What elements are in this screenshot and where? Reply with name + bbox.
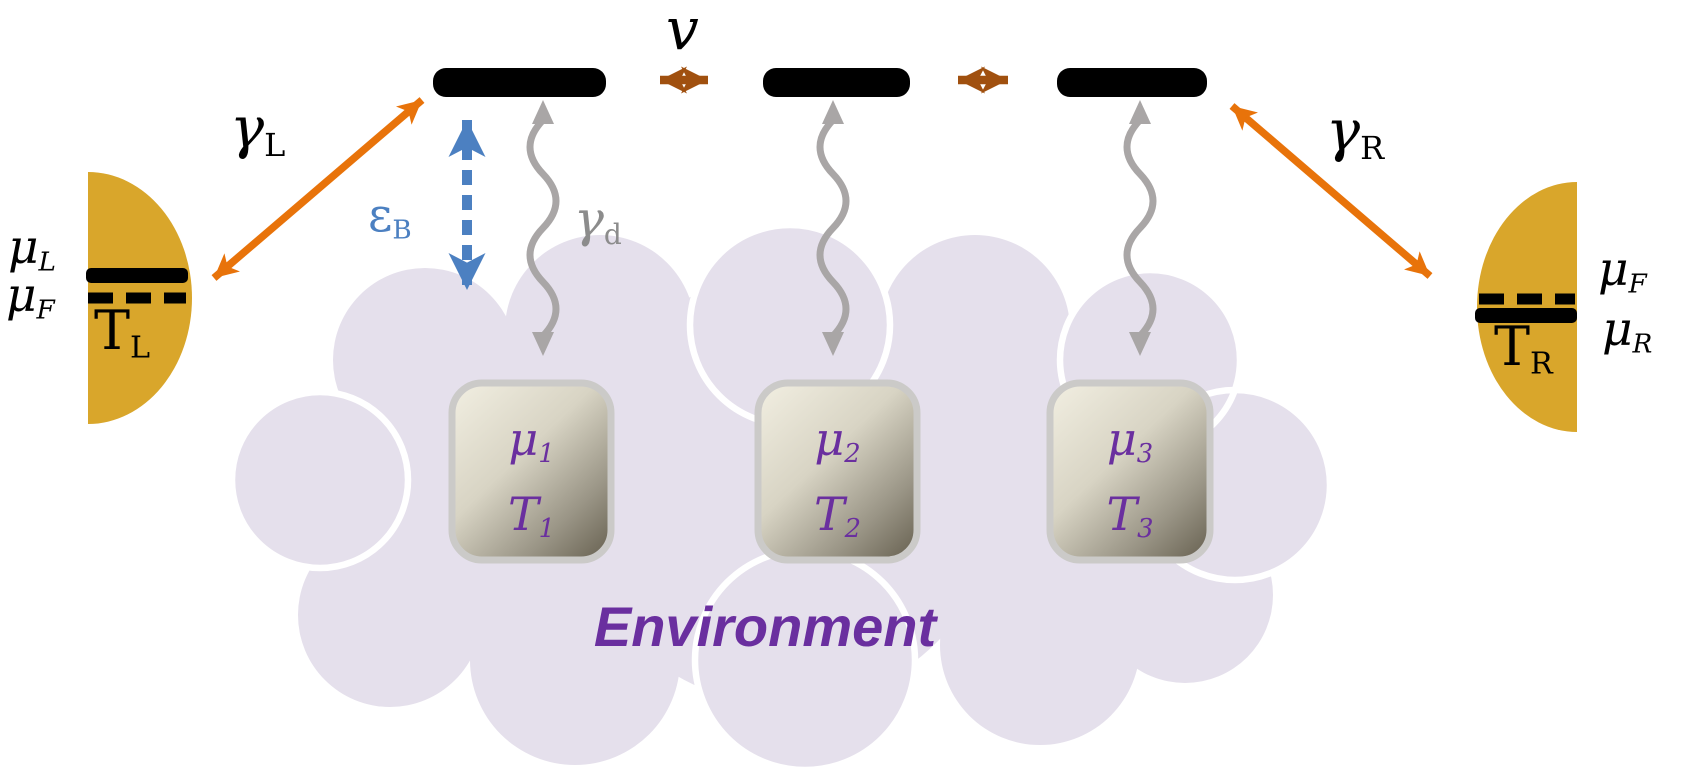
left-lead-temperature-label: TL [94, 299, 151, 366]
environment-title: Environment [593, 595, 937, 658]
epsilon-barrier-label: εB [368, 188, 412, 246]
dephasing-wavy-arrow-3 [1123, 100, 1157, 356]
left-lead [86, 172, 192, 424]
gamma-right-label: γR [1326, 98, 1385, 167]
reservoir-box-3 [1046, 379, 1214, 564]
gamma-left-arrow [211, 97, 425, 281]
left-lead-mu-F-label: μF [6, 268, 55, 326]
energy-level-bar-3 [1057, 68, 1207, 97]
right-lead-temperature-label: TR [1494, 315, 1553, 382]
left-lead-mu-L-label: μL [8, 220, 57, 278]
energy-level-bar-1 [433, 68, 606, 97]
hopping-coupling-label: v [666, 0, 699, 63]
right-lead [1475, 182, 1577, 432]
left-lead-solid-level [86, 268, 188, 283]
energy-level-bar-2 [763, 68, 910, 97]
reservoir-1-label: μ1 T1 [507, 412, 556, 544]
reservoir-3-label: μ3 T3 [1106, 412, 1154, 544]
dephasing-rate-label: γd [574, 190, 622, 251]
reservoir-box-1 [448, 379, 615, 564]
reservoir-2-label: μ2 T2 [813, 412, 862, 544]
gamma-left-label: γL [230, 95, 286, 164]
gamma-right-arrow [1229, 103, 1433, 279]
right-lead-mu-F-label: μF [1598, 242, 1647, 300]
dephasing-wavy-arrow-2 [816, 100, 850, 356]
dephasing-wavy-arrow-1 [526, 100, 560, 356]
reservoir-box-2 [754, 379, 921, 564]
right-lead-mu-R-label: μR [1602, 302, 1653, 360]
cloud-seam-arc [228, 388, 412, 572]
right-lead-half-disc [1477, 182, 1577, 432]
right-lead-solid-level [1475, 308, 1577, 323]
